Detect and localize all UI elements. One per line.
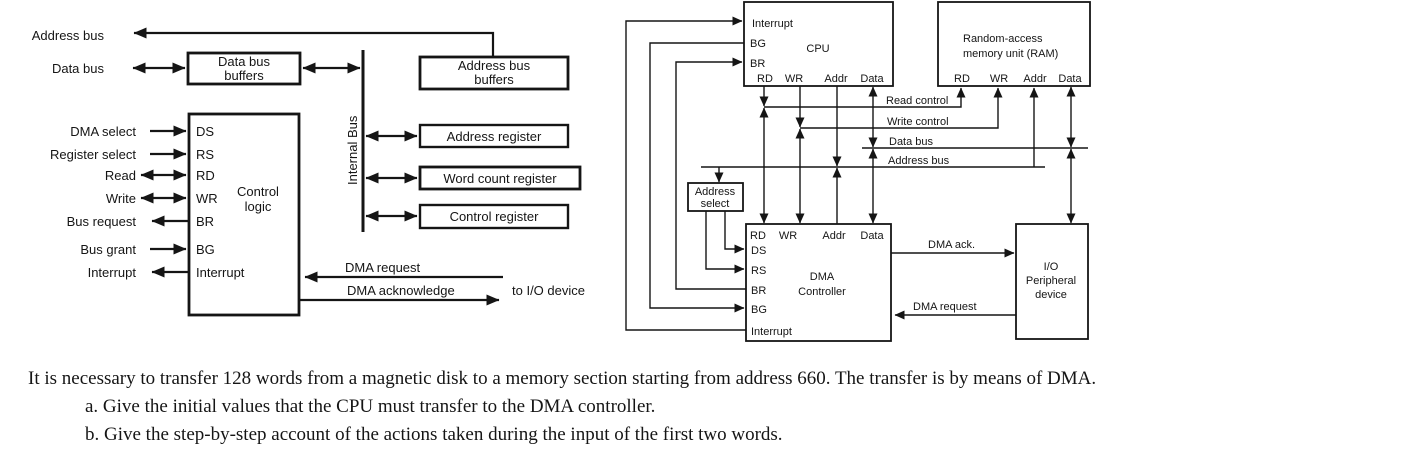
cpu-pin-interrupt: Interrupt: [752, 18, 793, 30]
cpu-pin-rd: RD: [757, 73, 773, 85]
problem-statement: It is necessary to transfer 128 words fr…: [28, 368, 1097, 389]
cpu-pin-br: BR: [750, 58, 765, 70]
control-logic-pin-bg: BG: [196, 242, 215, 257]
read-control-line: [764, 87, 966, 108]
dma-pin-addr: Addr: [822, 230, 846, 242]
signal-label-bus-request: Bus request: [67, 214, 137, 229]
signal-label-interrupt: Interrupt: [88, 265, 137, 280]
address-bus-line: [133, 27, 495, 57]
signal-label-bus-grant: Bus grant: [80, 242, 136, 257]
signal-label-write: Write: [106, 191, 136, 206]
data-bus-buffers-label-1: Data bus: [218, 54, 271, 69]
dma-figure: Address bus Data bus Data bus buffers In…: [32, 1, 1091, 342]
dma-controller-title-1: DMA: [810, 271, 835, 283]
address-bus-buffers-label-1: Address bus: [458, 58, 531, 73]
address-bus-label: Address bus: [32, 28, 105, 43]
bus-request-loop-line: [675, 57, 746, 290]
signal-label-register-select: Register select: [50, 147, 136, 162]
dma-pin-data: Data: [860, 230, 884, 242]
ram-pin-data: Data: [1058, 73, 1082, 85]
io-device-label-2: Peripheral: [1026, 275, 1076, 287]
dma-request-label: DMA request: [345, 260, 421, 275]
problem-item-a: a. Give the initial values that the CPU …: [85, 396, 656, 417]
internal-bus-label: Internal Bus: [345, 115, 360, 185]
ram-title-line2: memory unit (RAM): [963, 48, 1058, 60]
dma-request-label-right: DMA request: [913, 301, 977, 313]
control-register-label: Control register: [450, 209, 540, 224]
dma-pin-wr: WR: [779, 230, 797, 242]
dma-controller-block-diagram: Address bus Data bus Data bus buffers In…: [32, 27, 585, 317]
to-io-device-label: to I/O device: [512, 283, 585, 298]
dma-controller-title-2: Controller: [798, 286, 846, 298]
data-bus-label-right: Data bus: [889, 136, 934, 148]
ram-pin-rd: RD: [954, 73, 970, 85]
control-logic-label-1: Control: [237, 184, 279, 199]
ram-pin-wr: WR: [990, 73, 1008, 85]
io-device-box: [1015, 223, 1089, 340]
signal-label-dma-select: DMA select: [70, 124, 136, 139]
dma-acknowledge-label: DMA acknowledge: [347, 283, 455, 298]
bus-grant-loop-line: [649, 42, 745, 313]
word-count-register-box: [418, 165, 582, 191]
dma-pin-rd: RD: [750, 230, 766, 242]
io-device-label-1: I/O: [1044, 261, 1059, 273]
cpu-pin-addr: Addr: [824, 73, 848, 85]
ram-box: [937, 1, 1091, 87]
control-logic-pin-wr: WR: [196, 191, 218, 206]
dma-pin-interrupt: Interrupt: [751, 326, 792, 338]
cpu-box: [743, 1, 894, 87]
address-select-ds-line: [724, 211, 745, 254]
cpu-pin-wr: WR: [785, 73, 803, 85]
control-logic-box: [187, 112, 301, 317]
cpu-pin-data: Data: [860, 73, 884, 85]
dma-pin-br: BR: [751, 285, 766, 297]
cpu-title: CPU: [806, 43, 829, 55]
dma-pin-bg: BG: [751, 304, 767, 316]
address-select-box: [687, 182, 744, 212]
write-control-line: [800, 87, 1003, 129]
ram-pin-addr: Addr: [1023, 73, 1047, 85]
control-logic-pin-ds: DS: [196, 124, 214, 139]
control-logic-pin-br: BR: [196, 214, 214, 229]
address-bus-label-right: Address bus: [888, 155, 950, 167]
data-bus-buffers-label-2: buffers: [224, 68, 264, 83]
ram-title-line1: Random-access: [963, 33, 1043, 45]
control-logic-pin-interrupt: Interrupt: [196, 265, 245, 280]
control-register-box: [418, 203, 570, 230]
signal-label-read: Read: [105, 168, 136, 183]
dma-ack-label: DMA ack.: [928, 239, 975, 251]
address-select-label-2: select: [701, 198, 730, 210]
dma-pin-ds: DS: [751, 245, 766, 257]
address-bus-buffers-box: [418, 55, 570, 91]
dma-system-diagram: Read control Write control Data bus Addr…: [625, 1, 1091, 342]
write-control-label: Write control: [887, 116, 949, 128]
address-bus-buffers-label-2: buffers: [474, 72, 514, 87]
cpu-pin-bg: BG: [750, 38, 766, 50]
control-logic-label-2: logic: [245, 199, 272, 214]
dma-controller-box: [745, 223, 892, 342]
address-select-rs-line: [705, 211, 745, 274]
data-bus-label: Data bus: [52, 61, 105, 76]
address-register-label: Address register: [447, 129, 542, 144]
control-logic-pin-rs: RS: [196, 147, 214, 162]
control-logic-pin-rd: RD: [196, 168, 215, 183]
problem-item-b: b. Give the step-by-step account of the …: [85, 424, 783, 445]
interrupt-loop-line: [625, 16, 746, 331]
address-register-box: [418, 123, 570, 149]
address-select-label-1: Address: [695, 186, 736, 198]
data-bus-buffers-box: [186, 51, 302, 86]
io-device-label-3: device: [1035, 289, 1067, 301]
word-count-register-label: Word count register: [443, 171, 557, 186]
dma-pin-rs: RS: [751, 265, 766, 277]
read-control-label: Read control: [886, 95, 948, 107]
